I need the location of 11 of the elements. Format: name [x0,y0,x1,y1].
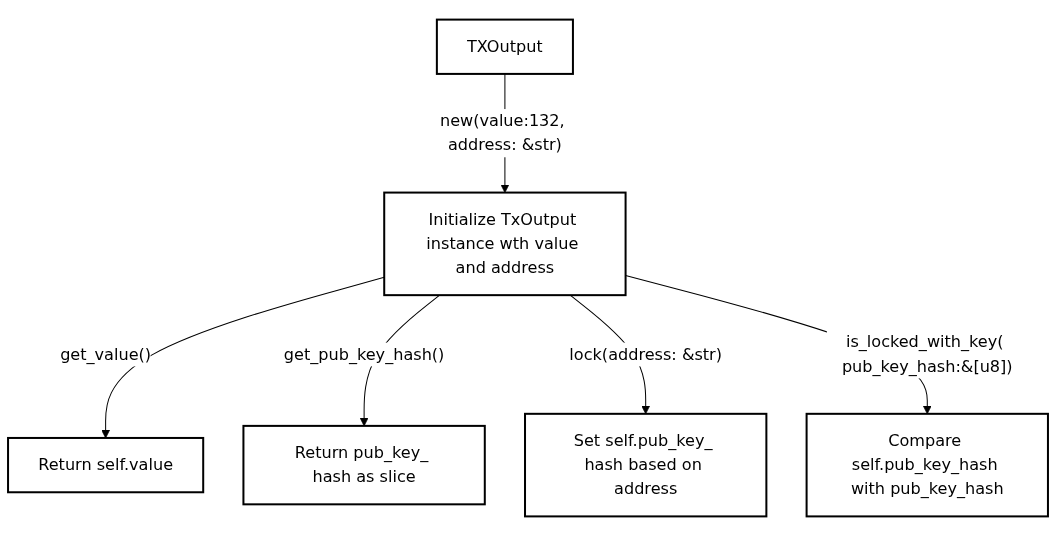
edge-label: lock(address: &str) [569,344,723,364]
node-box: TXOutput [435,18,574,75]
node-box: Set self.pub_key_ hash based on address [524,412,768,518]
node-box: Return self.value [7,436,205,494]
node-box: Return pub_key_ hash as slice [242,424,486,506]
node-box: Compare self.pub_key_hash with pub_key_hash [805,412,1049,518]
edge-label: get_value() [60,344,152,364]
edge-label: get_pub_key_hash() [283,344,445,364]
edge-label: is_locked_with_key( pub_key_hash:&[u8]) [841,332,1013,376]
node-box: Initialize TxOutput instance wth value and address [383,191,627,297]
edge-label: new(value:132, address: &str) [439,111,565,155]
